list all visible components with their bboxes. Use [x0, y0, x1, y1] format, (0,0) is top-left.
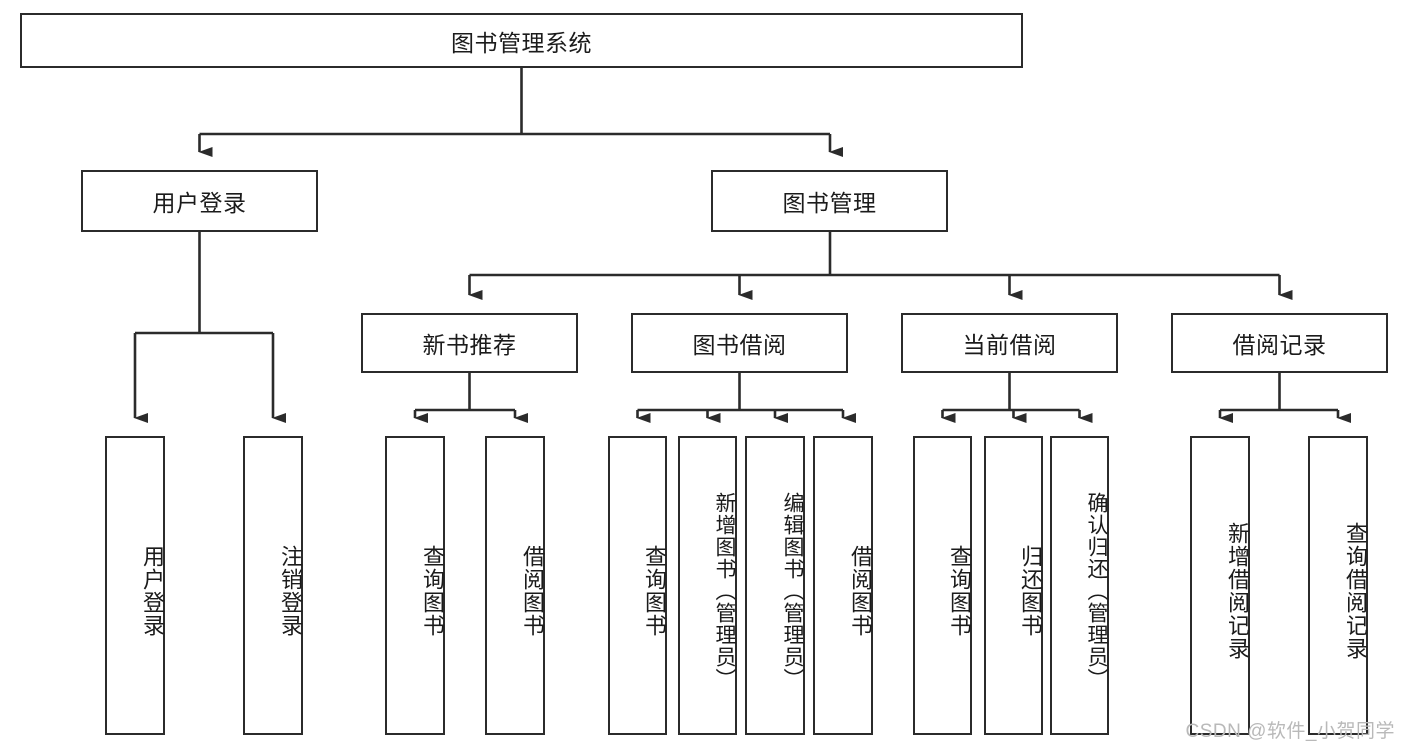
- node-label: 注销登录: [278, 544, 303, 637]
- watermark-text: CSDN @软件_小贺同学: [1185, 721, 1395, 742]
- node-leaf-query-book-2[interactable]: 查询图书: [608, 436, 667, 735]
- node-label: 新书推荐: [422, 332, 517, 358]
- node-new-book-recommend[interactable]: 新书推荐: [361, 313, 578, 373]
- node-label: 图书借阅: [692, 332, 787, 358]
- node-label: 借阅图书: [848, 544, 873, 637]
- node-leaf-user-login[interactable]: 用户登录: [105, 436, 165, 735]
- node-leaf-add-record[interactable]: 新增借阅记录: [1190, 436, 1250, 735]
- node-label: 用户登录: [140, 544, 165, 637]
- node-label: 编辑图书（管理员）: [781, 491, 804, 690]
- node-current-borrow[interactable]: 当前借阅: [901, 313, 1118, 373]
- node-label: 查询借阅记录: [1343, 521, 1368, 660]
- node-root-system[interactable]: 图书管理系统: [20, 13, 1023, 68]
- node-label: 借阅图书: [520, 544, 545, 637]
- node-label: 图书管理系统: [451, 29, 592, 56]
- node-leaf-return-book[interactable]: 归还图书: [984, 436, 1043, 735]
- node-leaf-query-record[interactable]: 查询借阅记录: [1308, 436, 1368, 735]
- node-book-manage[interactable]: 图书管理: [711, 170, 948, 232]
- node-label: 图书管理: [782, 190, 877, 216]
- node-user-login[interactable]: 用户登录: [81, 170, 318, 232]
- node-book-borrow[interactable]: 图书借阅: [631, 313, 848, 373]
- node-leaf-edit-book[interactable]: 编辑图书（管理员）: [745, 436, 805, 735]
- node-label: 借阅记录: [1232, 332, 1327, 358]
- node-leaf-user-logout[interactable]: 注销登录: [243, 436, 303, 735]
- node-borrow-record[interactable]: 借阅记录: [1171, 313, 1388, 373]
- node-leaf-confirm-return[interactable]: 确认归还（管理员）: [1050, 436, 1109, 735]
- node-label: 查询图书: [642, 544, 667, 637]
- node-label: 查询图书: [420, 544, 445, 637]
- node-leaf-query-book-3[interactable]: 查询图书: [913, 436, 972, 735]
- node-leaf-add-book[interactable]: 新增图书（管理员）: [678, 436, 737, 735]
- node-label: 新增借阅记录: [1225, 521, 1250, 660]
- node-leaf-query-book-1[interactable]: 查询图书: [385, 436, 445, 735]
- node-label: 归还图书: [1018, 544, 1043, 637]
- node-label: 用户登录: [152, 190, 247, 216]
- node-label: 查询图书: [947, 544, 972, 637]
- node-label: 确认归还（管理员）: [1085, 491, 1108, 690]
- node-leaf-borrow-book-1[interactable]: 借阅图书: [485, 436, 545, 735]
- node-leaf-borrow-book-2[interactable]: 借阅图书: [813, 436, 873, 735]
- node-label: 当前借阅: [962, 332, 1057, 358]
- node-label: 新增图书（管理员）: [713, 491, 736, 690]
